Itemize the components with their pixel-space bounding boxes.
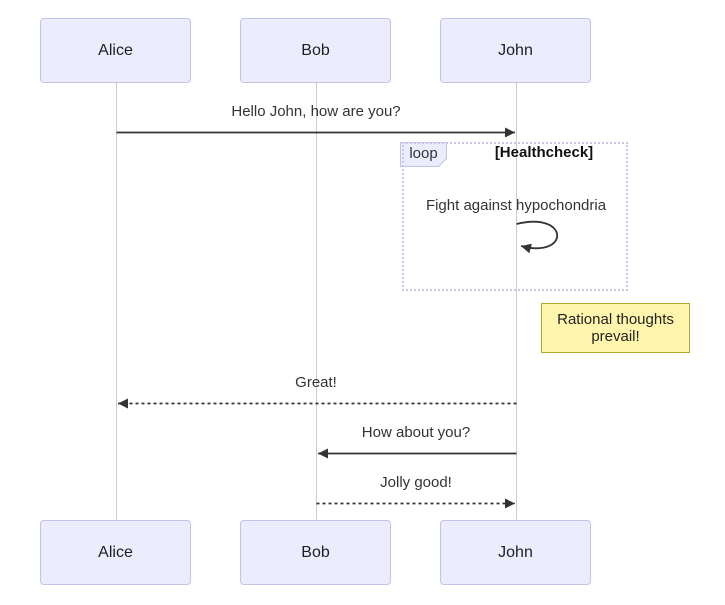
actor-label-john: John (498, 41, 533, 59)
actor-box-alice-top: Alice (40, 18, 191, 83)
loop-label: loop (409, 145, 438, 162)
actor-label-john: John (498, 543, 533, 561)
message-label-hello: Hello John, how are you? (231, 103, 401, 120)
actor-box-bob-bottom: Bob (240, 520, 391, 585)
note-line-1: Rational thoughts (557, 311, 674, 328)
message-label-jolly-good: Jolly good! (380, 474, 452, 491)
message-arrow-self-loop (516, 220, 558, 254)
message-label-great: Great! (295, 374, 337, 391)
actor-box-alice-bottom: Alice (40, 520, 191, 585)
actor-box-bob-top: Bob (240, 18, 391, 83)
actor-label-alice: Alice (98, 543, 133, 561)
actor-label-alice: Alice (98, 41, 133, 59)
note-rational-thoughts: Rational thoughts prevail! (541, 303, 690, 353)
loop-condition: [Healthcheck] (494, 144, 594, 161)
note-line-2: prevail! (591, 328, 640, 345)
loop-frame (402, 142, 628, 291)
actor-box-john-top: John (440, 18, 591, 83)
actor-label-bob: Bob (301, 41, 330, 59)
message-label-self-loop: Fight against hypochondria (425, 197, 607, 214)
actor-label-bob: Bob (301, 543, 330, 561)
actor-box-john-bottom: John (440, 520, 591, 585)
message-label-how-about-you: How about you? (361, 424, 471, 441)
